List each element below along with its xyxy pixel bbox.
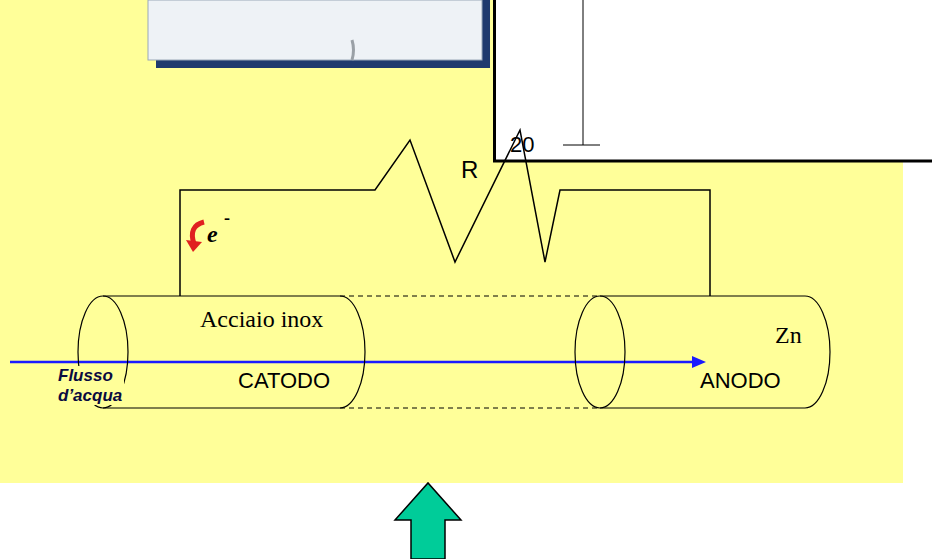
cylinder-end xyxy=(340,296,365,408)
chart-axis xyxy=(583,0,584,145)
dashed-outline xyxy=(340,296,600,297)
cylinder-edge xyxy=(103,407,340,408)
electrode-role: CATODO xyxy=(238,368,330,394)
photo-cable xyxy=(352,40,354,60)
resistor-label: R xyxy=(461,156,478,184)
flow-label: Flusso d’acqua xyxy=(56,366,124,405)
water-flow-line xyxy=(10,361,695,364)
material-label: Acciaio inox xyxy=(200,306,323,333)
electron-symbol: e xyxy=(207,221,218,248)
electron-arrowhead xyxy=(186,240,202,252)
cylinder-end xyxy=(575,296,625,408)
pipe-cylinder: ZnANODO xyxy=(575,296,830,408)
dashed-outline xyxy=(340,408,600,409)
input-arrow xyxy=(395,483,461,559)
cylinder-edge xyxy=(600,295,805,296)
material-label: Zn xyxy=(775,322,802,349)
cylinder-edge xyxy=(600,407,805,408)
electrode-role: ANODO xyxy=(700,368,781,394)
axis-value: 20 xyxy=(510,132,534,158)
chart-frame xyxy=(495,0,932,161)
photo-frame xyxy=(148,0,482,60)
cylinder-edge xyxy=(103,295,340,296)
water-flow-head xyxy=(692,356,706,368)
chart-tick xyxy=(563,145,600,146)
cylinder-end xyxy=(805,296,830,408)
electron-arrow xyxy=(192,222,204,244)
electron-charge: - xyxy=(224,208,230,229)
resistor-wire xyxy=(180,130,710,296)
